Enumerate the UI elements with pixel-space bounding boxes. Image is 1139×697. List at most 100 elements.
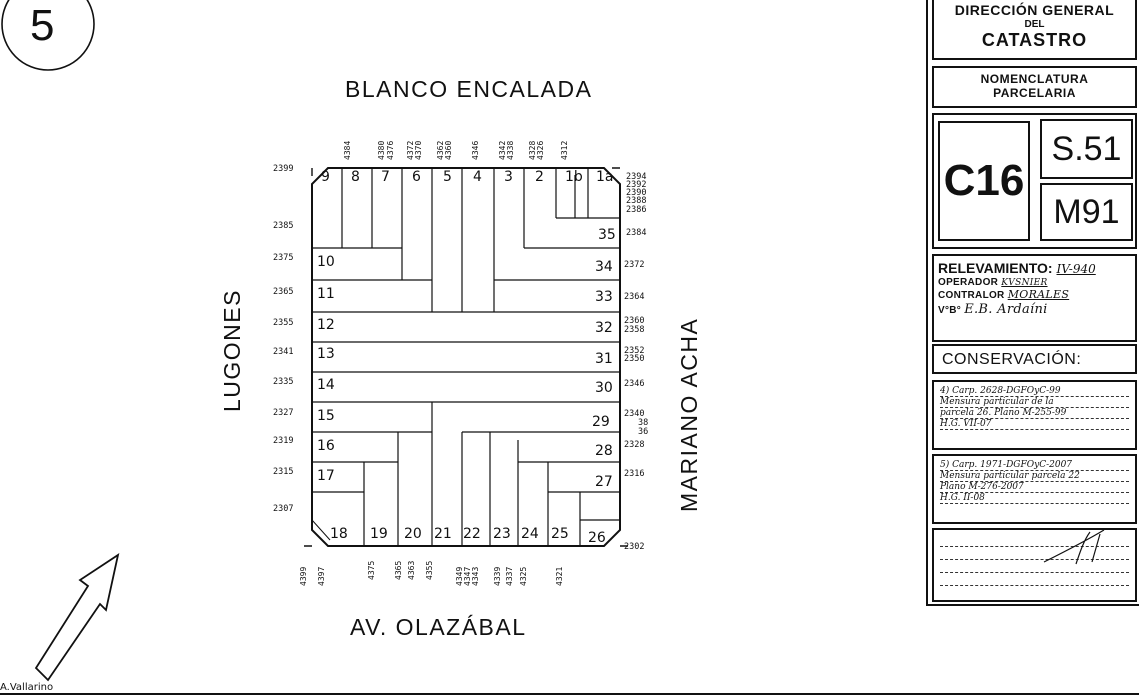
entry5-line: H.G. II-08 bbox=[940, 493, 1129, 504]
entry4-line: H.G. VII-07 bbox=[940, 419, 1129, 430]
operador-label: OPERADOR bbox=[938, 277, 999, 288]
door-number: 4360 bbox=[444, 141, 453, 160]
author-signature: A.Vallarino bbox=[0, 682, 53, 693]
lot-number: 6 bbox=[412, 169, 421, 185]
door-number: 2364 bbox=[624, 292, 644, 302]
street-south: AV. OLAZÁBAL bbox=[350, 614, 527, 640]
lot-number: 17 bbox=[317, 468, 335, 484]
north-arrow-icon bbox=[34, 553, 120, 682]
door-number: 2392 bbox=[626, 180, 646, 190]
door-number: 2315 bbox=[273, 467, 293, 477]
blank-line bbox=[940, 560, 1129, 573]
door-number: 4325 bbox=[519, 567, 528, 586]
door-number: 38 bbox=[638, 418, 648, 428]
vb-signature: E.B. Ardaíni bbox=[964, 302, 1048, 317]
door-number: 4338 bbox=[506, 141, 515, 160]
parcel-code-box: C16 S.51 M91 bbox=[932, 113, 1137, 249]
conservacion-title: CONSERVACIÓN: bbox=[942, 351, 1082, 368]
door-number: 2394 bbox=[626, 172, 646, 182]
entry5-line: Plano M-276-2007 bbox=[940, 482, 1129, 493]
door-number: 2388 bbox=[626, 196, 646, 206]
contralor-label: CONTRALOR bbox=[938, 290, 1005, 301]
header-box: DIRECCIÓN GENERAL DEL CATASTRO bbox=[932, 0, 1137, 60]
lot-number: 35 bbox=[598, 227, 616, 243]
blank-line bbox=[940, 547, 1129, 560]
lot-number: 13 bbox=[317, 346, 335, 362]
relevamiento-box: RELEVAMIENTO: IV-940 OPERADOR KVSNIER CO… bbox=[932, 254, 1137, 342]
title-block: DIRECCIÓN GENERAL DEL CATASTRO NOMENCLAT… bbox=[926, 0, 1139, 606]
entry5-line: 5) Carp. 1971-DGFOyC-2007 bbox=[940, 460, 1129, 471]
door-number: 4312 bbox=[560, 141, 569, 160]
door-number: 4399 bbox=[299, 567, 308, 586]
entry5-line: Mensura particular parcela 22 bbox=[940, 471, 1129, 482]
door-number: 2384 bbox=[626, 228, 646, 238]
entry4-line: 4) Carp. 2628-DGFOyC-99 bbox=[940, 386, 1129, 397]
door-number: 2385 bbox=[273, 221, 293, 231]
lot-number: 34 bbox=[595, 259, 613, 275]
page-number-circle bbox=[1, 0, 95, 71]
header-line1: DIRECCIÓN GENERAL bbox=[954, 2, 1115, 18]
lot-number: 28 bbox=[595, 443, 613, 459]
door-number: 2328 bbox=[624, 440, 644, 450]
entry4-line: Mensura particular de la bbox=[940, 397, 1129, 408]
lot-number: 3 bbox=[504, 169, 513, 185]
lot-numbers-top: 9 8 7 6 5 4 3 2 1b 1a bbox=[321, 169, 614, 185]
lot-number: 25 bbox=[551, 526, 569, 542]
door-number: 4346 bbox=[471, 141, 480, 160]
lot-number: 11 bbox=[317, 286, 335, 302]
lot-number: 12 bbox=[317, 317, 335, 333]
door-numbers-east: 2394 2392 2390 2388 2386 2384 2372 2364 … bbox=[624, 172, 648, 552]
vb-label: V°B° bbox=[938, 305, 962, 316]
door-number: 4326 bbox=[536, 141, 545, 160]
lot-number: 26 bbox=[588, 530, 606, 546]
lot-number: 15 bbox=[317, 408, 335, 424]
lot-numbers-left: 10 11 12 13 14 15 16 17 18 bbox=[317, 254, 348, 542]
lot-number: 30 bbox=[595, 380, 613, 396]
page-number: 5 bbox=[30, 1, 54, 50]
lot-number: 1b bbox=[565, 169, 583, 185]
door-number: 4384 bbox=[343, 141, 352, 160]
lot-number: 16 bbox=[317, 438, 335, 454]
door-number: 2316 bbox=[624, 469, 644, 479]
nomenclatura-line2: PARCELARIA bbox=[993, 86, 1076, 100]
door-number: 4321 bbox=[555, 567, 564, 586]
lot-number: 5 bbox=[443, 169, 452, 185]
door-number: 2360 bbox=[624, 316, 644, 326]
lot-number: 21 bbox=[434, 526, 452, 542]
lot-numbers-right: 35 34 33 32 31 30 29 28 27 26 bbox=[588, 227, 616, 546]
door-number: 4363 bbox=[407, 561, 416, 580]
street-west: LUGONES bbox=[219, 289, 245, 412]
header-line2: DEL bbox=[1024, 19, 1045, 30]
door-number: 4375 bbox=[367, 561, 376, 580]
door-number: 4343 bbox=[471, 567, 480, 586]
door-number: 4372 bbox=[406, 141, 415, 160]
lot-number: 9 bbox=[321, 169, 330, 185]
conservacion-entry-5: 5) Carp. 1971-DGFOyC-2007 Mensura partic… bbox=[932, 454, 1137, 524]
door-number: 2335 bbox=[273, 377, 293, 387]
circunscripcion: C16 bbox=[938, 121, 1030, 241]
door-number: 2346 bbox=[624, 379, 644, 389]
lot-number: 8 bbox=[351, 169, 360, 185]
door-number: 2375 bbox=[273, 253, 293, 263]
operador-value: KVSNIER bbox=[1001, 278, 1048, 288]
lot-number: 24 bbox=[521, 526, 539, 542]
door-number: 2350 bbox=[624, 354, 644, 364]
conservacion-blank bbox=[932, 528, 1137, 602]
door-number: 2319 bbox=[273, 436, 293, 446]
blank-line bbox=[940, 573, 1129, 586]
lot-number: 20 bbox=[404, 526, 422, 542]
nomenclatura-box: NOMENCLATURA PARCELARIA bbox=[932, 66, 1137, 108]
door-number: 4355 bbox=[425, 561, 434, 580]
door-number: 4376 bbox=[386, 141, 395, 160]
door-number: 4362 bbox=[436, 141, 445, 160]
lot-number: 31 bbox=[595, 351, 613, 367]
lot-number: 14 bbox=[317, 377, 335, 393]
lot-number: 18 bbox=[330, 526, 348, 542]
manzana: M91 bbox=[1040, 183, 1133, 241]
lot-number: 22 bbox=[463, 526, 481, 542]
lot-number: 23 bbox=[493, 526, 511, 542]
lot-number: 32 bbox=[595, 320, 613, 336]
contralor-value: MORALES bbox=[1007, 288, 1070, 301]
block-outline bbox=[311, 167, 621, 547]
